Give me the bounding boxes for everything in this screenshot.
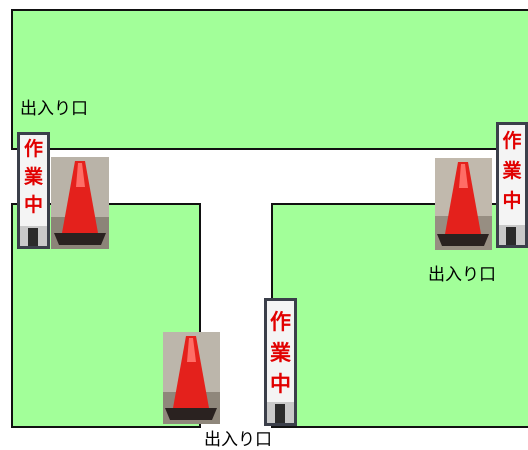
cone-bottom	[163, 332, 220, 424]
sign-char-3: 中	[270, 372, 291, 396]
work-in-progress-sign-icon	[264, 298, 297, 426]
sign-char-3: 中	[502, 190, 522, 212]
work-sign-bottom: 作 業 中	[264, 298, 297, 426]
sign-char-1: 作	[502, 130, 522, 152]
cone-left	[51, 157, 109, 249]
cone-right	[435, 158, 492, 250]
work-sign-right: 作 業 中	[496, 122, 528, 248]
top-area	[11, 9, 528, 150]
sign-char-1: 作	[23, 138, 43, 160]
sign-char-3: 中	[23, 194, 43, 216]
traffic-cone-icon	[163, 332, 220, 424]
traffic-cone-icon	[435, 158, 492, 250]
entrance-label-right: 出入り口	[428, 265, 496, 285]
traffic-cone-icon	[51, 157, 109, 249]
work-in-progress-sign-icon	[17, 132, 50, 249]
sign-char-2: 業	[270, 341, 291, 365]
sign-char-2: 業	[23, 166, 43, 188]
sign-char-2: 業	[502, 160, 522, 182]
entrance-label-bottom: 出入り口	[204, 430, 272, 450]
sign-char-1: 作	[270, 310, 291, 334]
entrance-label-top-left: 出入り口	[20, 99, 88, 119]
work-in-progress-sign-icon	[496, 122, 528, 248]
work-sign-left: 作 業 中	[17, 132, 50, 249]
